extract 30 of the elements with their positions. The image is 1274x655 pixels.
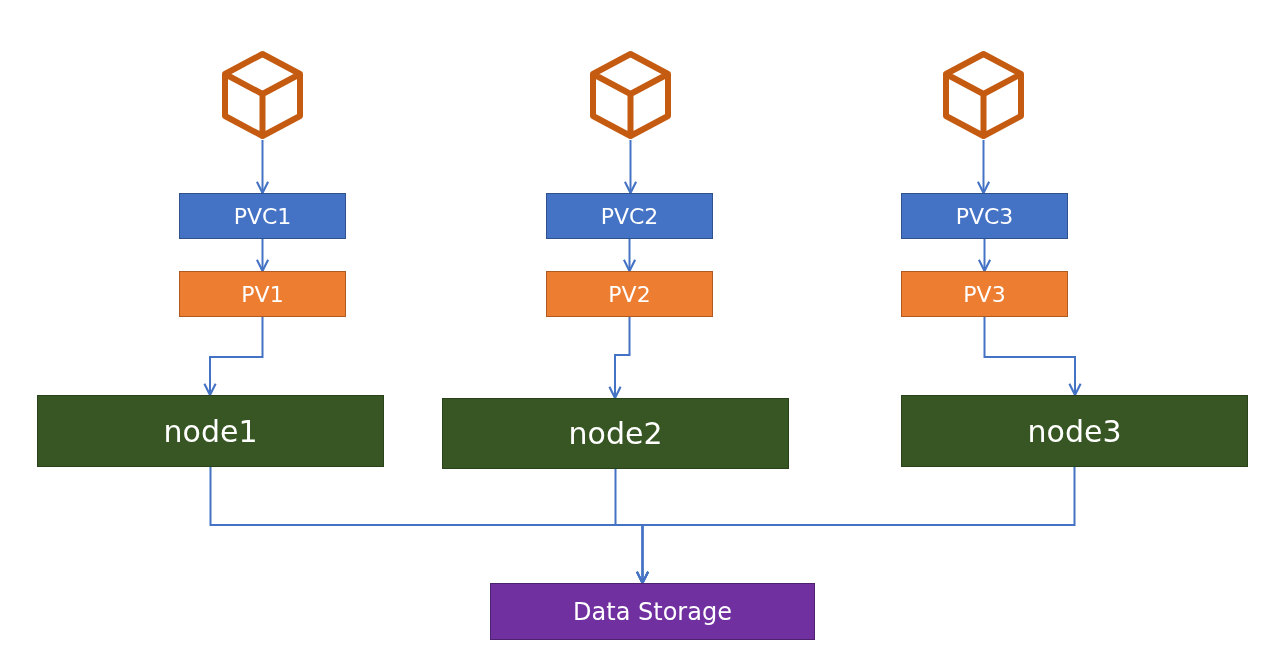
box-label: PVC3 — [955, 203, 1014, 229]
server-node-box — [37, 395, 384, 467]
box-label: Data Storage — [573, 597, 732, 626]
arrow — [977, 238, 992, 273]
volume-claim-box — [901, 193, 1068, 239]
arrow — [622, 238, 637, 273]
arrow — [255, 238, 270, 273]
storage-box — [490, 583, 815, 640]
box-label: PVC2 — [600, 203, 659, 229]
arrow — [255, 139, 270, 195]
volume-claim-box — [546, 193, 713, 239]
box-label: node3 — [1027, 413, 1122, 449]
arrow — [983, 316, 1082, 397]
box-label: node1 — [163, 413, 258, 449]
box-label: PV1 — [241, 281, 284, 307]
arrow — [635, 466, 1076, 585]
volume-box — [179, 271, 346, 317]
arrow — [623, 139, 638, 195]
arrow — [976, 139, 991, 195]
volume-claim-box — [179, 193, 346, 239]
box-label: node2 — [568, 416, 663, 451]
box-label: PV3 — [963, 281, 1006, 307]
volume-box — [901, 271, 1068, 317]
box-label: PV2 — [608, 281, 651, 307]
volume-box — [546, 271, 713, 317]
arrow — [203, 316, 264, 397]
server-node-box — [901, 395, 1248, 467]
arrow — [608, 316, 631, 400]
server-node-box — [442, 398, 789, 469]
box-label: PVC1 — [233, 203, 292, 229]
